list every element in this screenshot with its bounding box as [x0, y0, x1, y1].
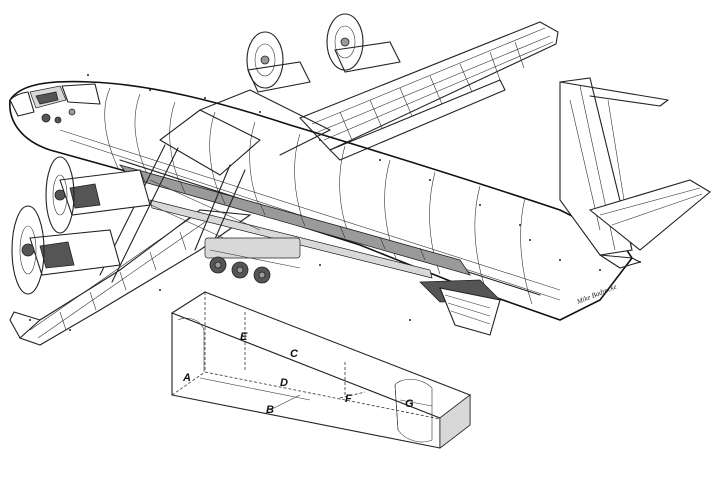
wing-structure — [99, 89, 331, 283]
dimension-label-c: C — [290, 348, 299, 360]
near-engine-outer — [11, 205, 121, 295]
dimension-label-b: B — [266, 404, 274, 416]
tail-cone — [599, 254, 641, 269]
dimension-label-f: F — [345, 393, 352, 405]
dimension-label-g: G — [405, 398, 414, 410]
dimension-label-a: A — [182, 372, 191, 384]
cargo-hold-dimension-box — [170, 291, 472, 449]
rear-ramp — [419, 279, 501, 336]
cockpit — [29, 83, 101, 124]
dimension-label-d: D — [280, 377, 288, 389]
main-landing-gear — [204, 237, 301, 284]
horizontal-stabilizer — [588, 179, 711, 251]
near-engine-inner — [45, 156, 151, 234]
far-engine-inner — [246, 31, 311, 93]
dimension-label-e: E — [240, 331, 248, 343]
far-engine-outer — [326, 13, 401, 73]
right-wing — [299, 21, 559, 161]
callout-markers — [29, 74, 641, 331]
